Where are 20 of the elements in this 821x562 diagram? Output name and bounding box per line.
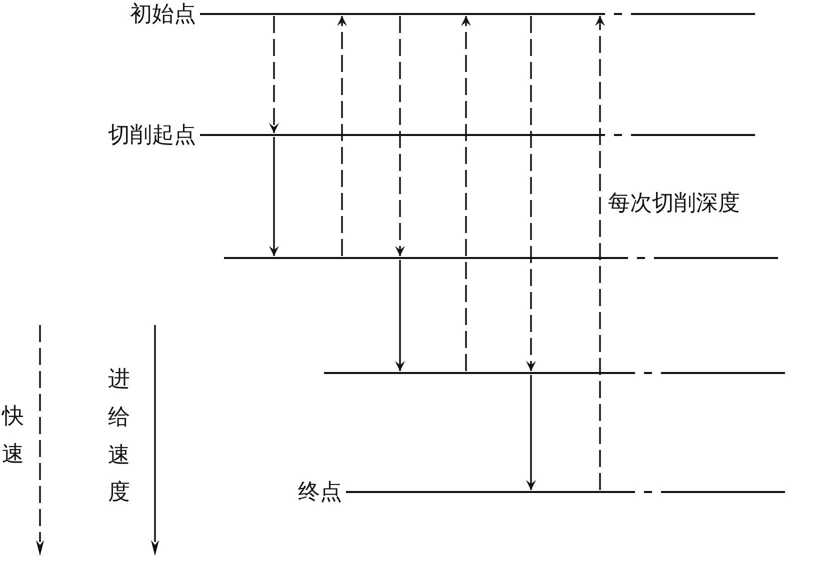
level-line xyxy=(324,371,785,375)
depth-label: 每次切削深度 xyxy=(608,190,740,216)
level-line xyxy=(346,490,785,494)
arrow xyxy=(526,375,536,490)
level-label: 切削起点 xyxy=(108,122,196,148)
arrow xyxy=(269,137,279,256)
level-label: 终点 xyxy=(298,479,342,505)
arrow xyxy=(461,16,471,371)
arrow xyxy=(526,16,536,371)
arrow xyxy=(395,16,405,256)
legend-text: 进给速度 xyxy=(108,365,130,506)
level-label: 初始点 xyxy=(130,1,196,27)
legend-text: 快速 xyxy=(2,402,24,468)
arrow xyxy=(269,16,279,133)
arrow xyxy=(395,260,405,371)
arrow xyxy=(595,16,605,490)
level-line xyxy=(200,133,755,137)
level-line xyxy=(200,12,755,16)
level-line xyxy=(224,256,778,260)
arrow xyxy=(337,16,347,256)
